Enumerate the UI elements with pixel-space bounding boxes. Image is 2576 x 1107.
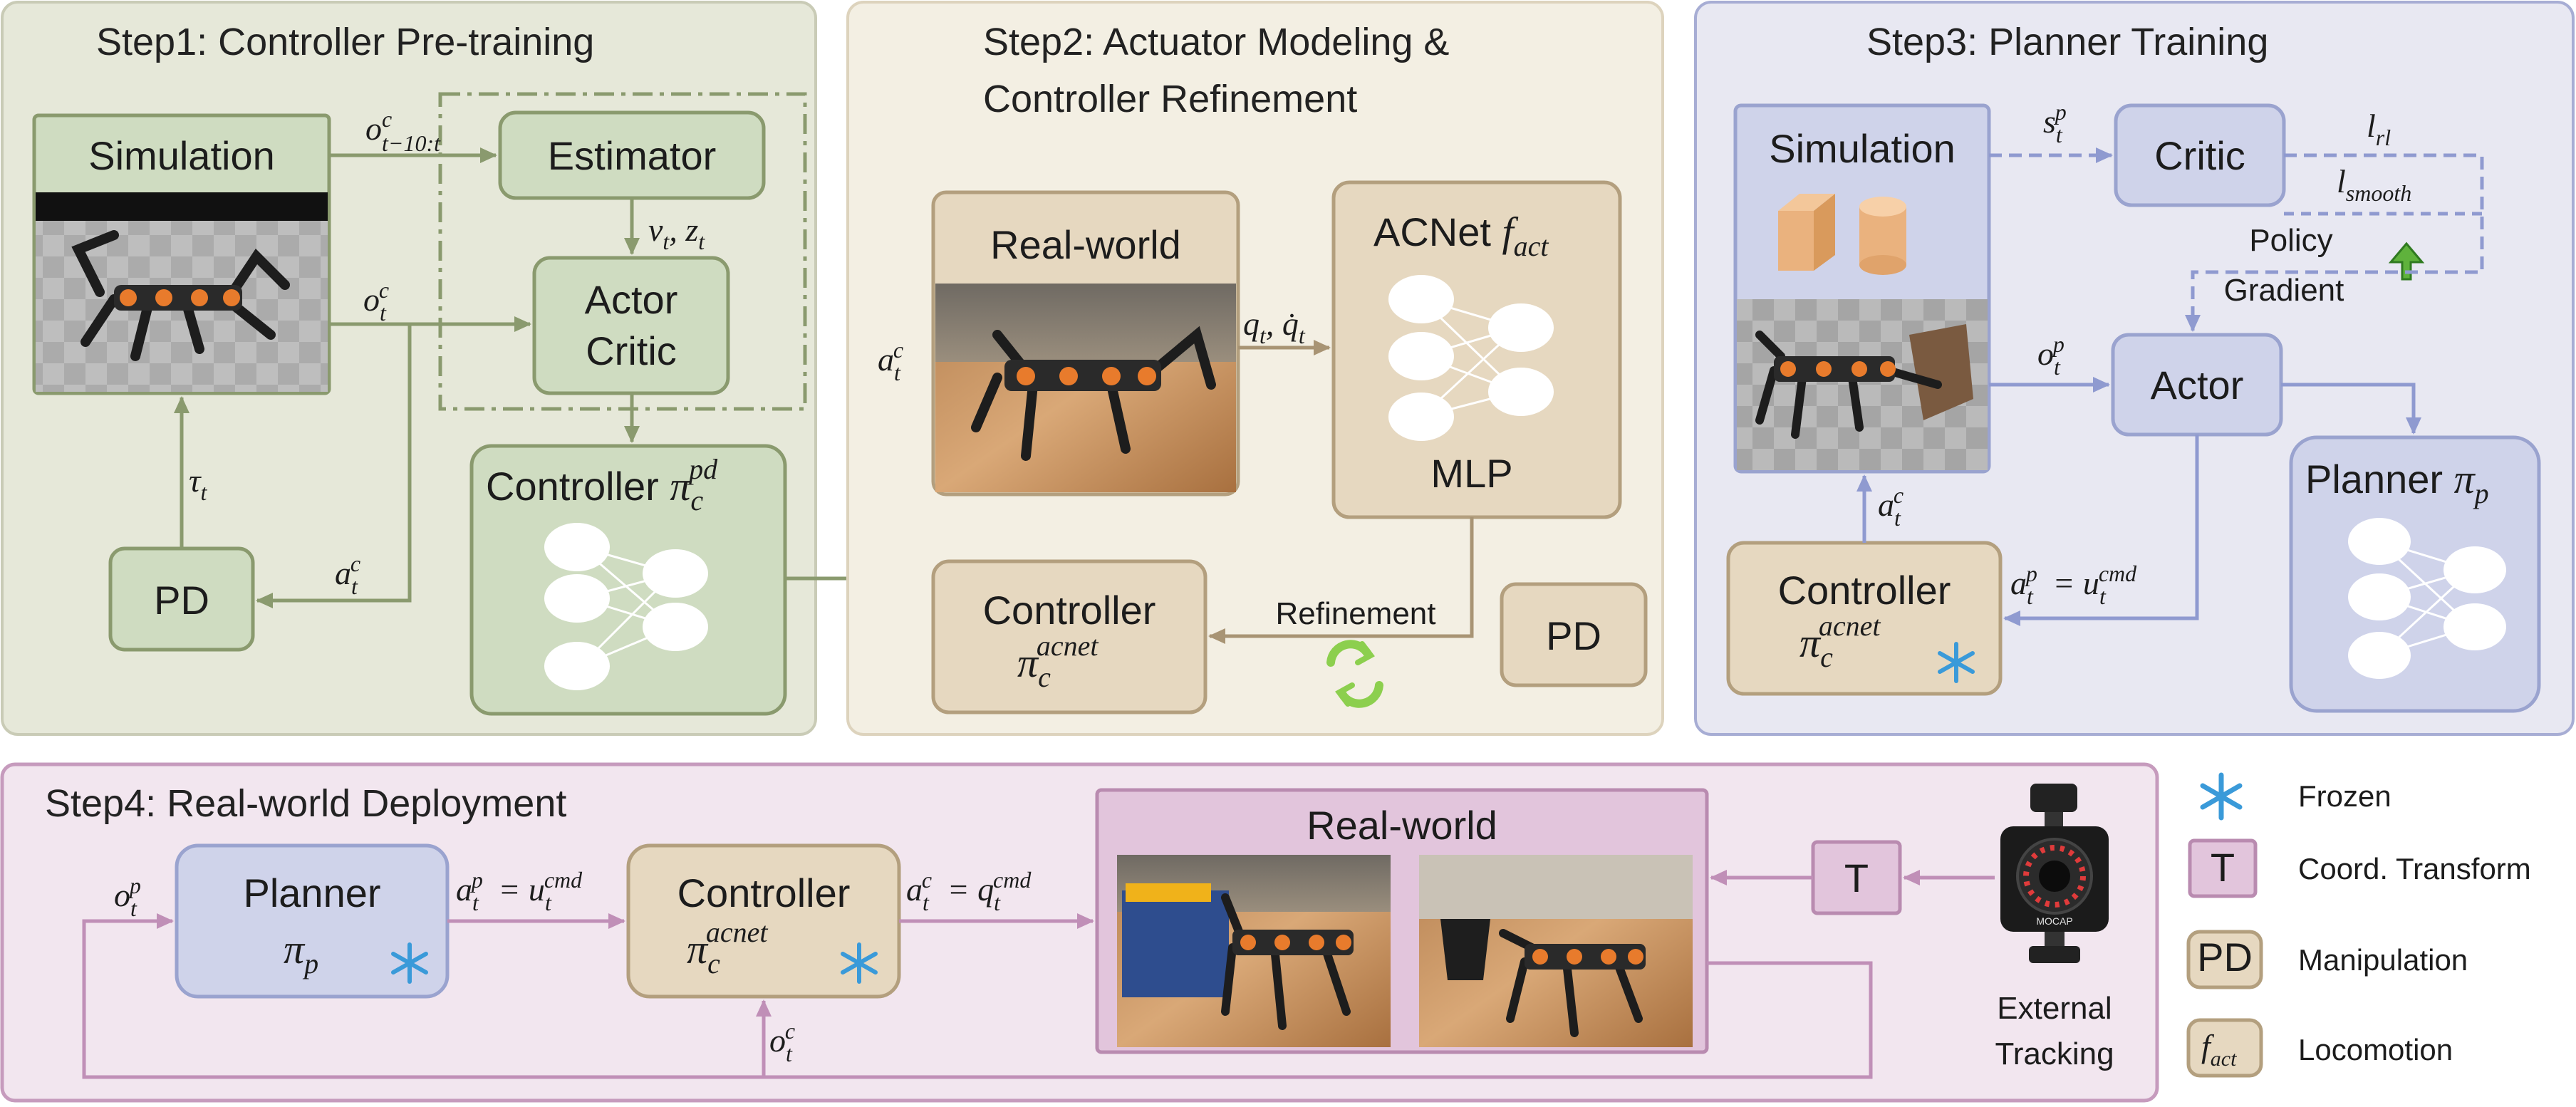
svg-text:atc = qtcmd: atc = qtcmd — [906, 867, 1032, 915]
svg-text:otc: otc — [363, 277, 389, 326]
svg-text:πp: πp — [284, 926, 318, 979]
snowflake-icon — [1938, 642, 1975, 683]
step1-actor-label: Actor — [585, 277, 678, 322]
svg-text:atp = utcmd: atp = utcmd — [456, 867, 583, 915]
step2-mlp-label: MLP — [1430, 451, 1512, 496]
step2-refinement-label: Refinement — [1275, 596, 1435, 631]
svg-text:vt, zt: vt, zt — [648, 212, 705, 254]
svg-text:atc: atc — [335, 551, 360, 599]
step2-nn-icon — [1388, 275, 1554, 441]
step1-simulation-label: Simulation — [88, 133, 274, 178]
step2-pd-box — [1500, 582, 1648, 687]
svg-text:otc: otc — [769, 1018, 795, 1066]
snowflake-icon — [841, 942, 878, 984]
step4-external-label-line2: Tracking — [1995, 1036, 2114, 1071]
box-cylinder-icon — [1778, 194, 1906, 275]
step3-controller-label: Controller — [1778, 568, 1951, 613]
step1-nn-icon — [544, 523, 708, 690]
svg-text:otp: otp — [2037, 331, 2065, 380]
step2-title-line2: Controller Refinement — [983, 78, 1357, 120]
step4-mocap-label: MOCAP — [2036, 915, 2072, 927]
step3-simulation-block: Simulation — [1733, 103, 1991, 474]
refresh-icon — [1326, 640, 1383, 708]
step1-title: Step1: Controller Pre-training — [96, 21, 594, 63]
snowflake-icon — [2200, 772, 2243, 821]
svg-text:ACNet fact: ACNet fact — [1373, 209, 1549, 262]
step4-arrows — [82, 870, 1995, 1079]
step4-title: Step4: Real-world Deployment — [45, 782, 566, 825]
step2-realworld-label: Real-world — [990, 222, 1181, 267]
step1-critic-label: Critic — [586, 328, 677, 373]
legend: Frozen T Coord. Transform PD Manipulatio… — [2186, 772, 2531, 1078]
legend-pd-label: PD — [2197, 935, 2253, 979]
legend-frozen-label: Frozen — [2298, 779, 2391, 813]
legend-locomotion-label: Locomotion — [2298, 1033, 2453, 1066]
step4-transform-label: T — [1844, 856, 1869, 900]
svg-text:Controller πcpd: Controller πcpd — [486, 453, 718, 516]
legend-manipulation-label: Manipulation — [2298, 943, 2468, 977]
step3-title: Step3: Planner Training — [1866, 21, 2268, 63]
step1-sim-bar — [36, 192, 328, 221]
svg-text:atc: atc — [1878, 482, 1904, 531]
step3-planner-label: Planner — [2305, 457, 2443, 501]
step3-arrows — [1856, 147, 2484, 626]
step2-title-line1: Step2: Actuator Modeling & — [983, 21, 1449, 63]
step2-pd-label: PD — [1546, 613, 1601, 658]
step4-planner-label: Planner — [243, 870, 380, 915]
svg-text:Planner πp: Planner πp — [2305, 456, 2489, 509]
step4-controller-label: Controller — [677, 870, 851, 915]
svg-text:qt, q̇t: qt, q̇t — [1243, 306, 1306, 348]
mocap-camera-icon: MOCAP — [2000, 784, 2109, 963]
step3-actor-label: Actor — [2151, 363, 2244, 407]
step1-pd-label: PD — [154, 578, 209, 623]
step1-controller-label: Controller — [486, 464, 659, 509]
step4-realworld-block: Real-world — [1095, 788, 1709, 1054]
step4-realworld-label: Real-world — [1307, 803, 1497, 848]
legend-t-label: T — [2211, 845, 2235, 890]
step4-external-label-line1: External — [1997, 991, 2112, 1026]
step1-simulation-block: Simulation — [32, 113, 331, 395]
up-arrow-icon — [2388, 241, 2425, 281]
step2-arrows — [1208, 340, 1474, 644]
step2-acnet-label: ACNet — [1373, 209, 1491, 254]
svg-text:atp = utcmd: atp = utcmd — [2010, 561, 2137, 609]
legend-pd-box — [2186, 930, 2263, 989]
snowflake-icon — [391, 942, 428, 984]
step3-simulation-label: Simulation — [1769, 126, 1955, 171]
legend-t-box — [2188, 838, 2258, 898]
step3-policy-label: Policy — [2249, 223, 2332, 258]
svg-text:stp: stp — [2043, 99, 2067, 147]
step3-critic-label: Critic — [2154, 133, 2245, 178]
step2-realworld-block: Real-world — [931, 190, 1240, 497]
step1-estimator-group — [438, 92, 807, 411]
step3-gradient-label: Gradient — [2224, 273, 2344, 308]
svg-text:otp: otp — [114, 873, 141, 921]
step3-nn-icon — [2348, 518, 2506, 679]
step1-estimator-label: Estimator — [548, 133, 717, 178]
svg-text:atc: atc — [878, 337, 903, 385]
step2-controller-label: Controller — [983, 588, 1156, 633]
legend-coord-label: Coord. Transform — [2298, 852, 2531, 885]
legend-fact-box — [2186, 1018, 2263, 1078]
step2-controller-box — [931, 559, 1208, 714]
